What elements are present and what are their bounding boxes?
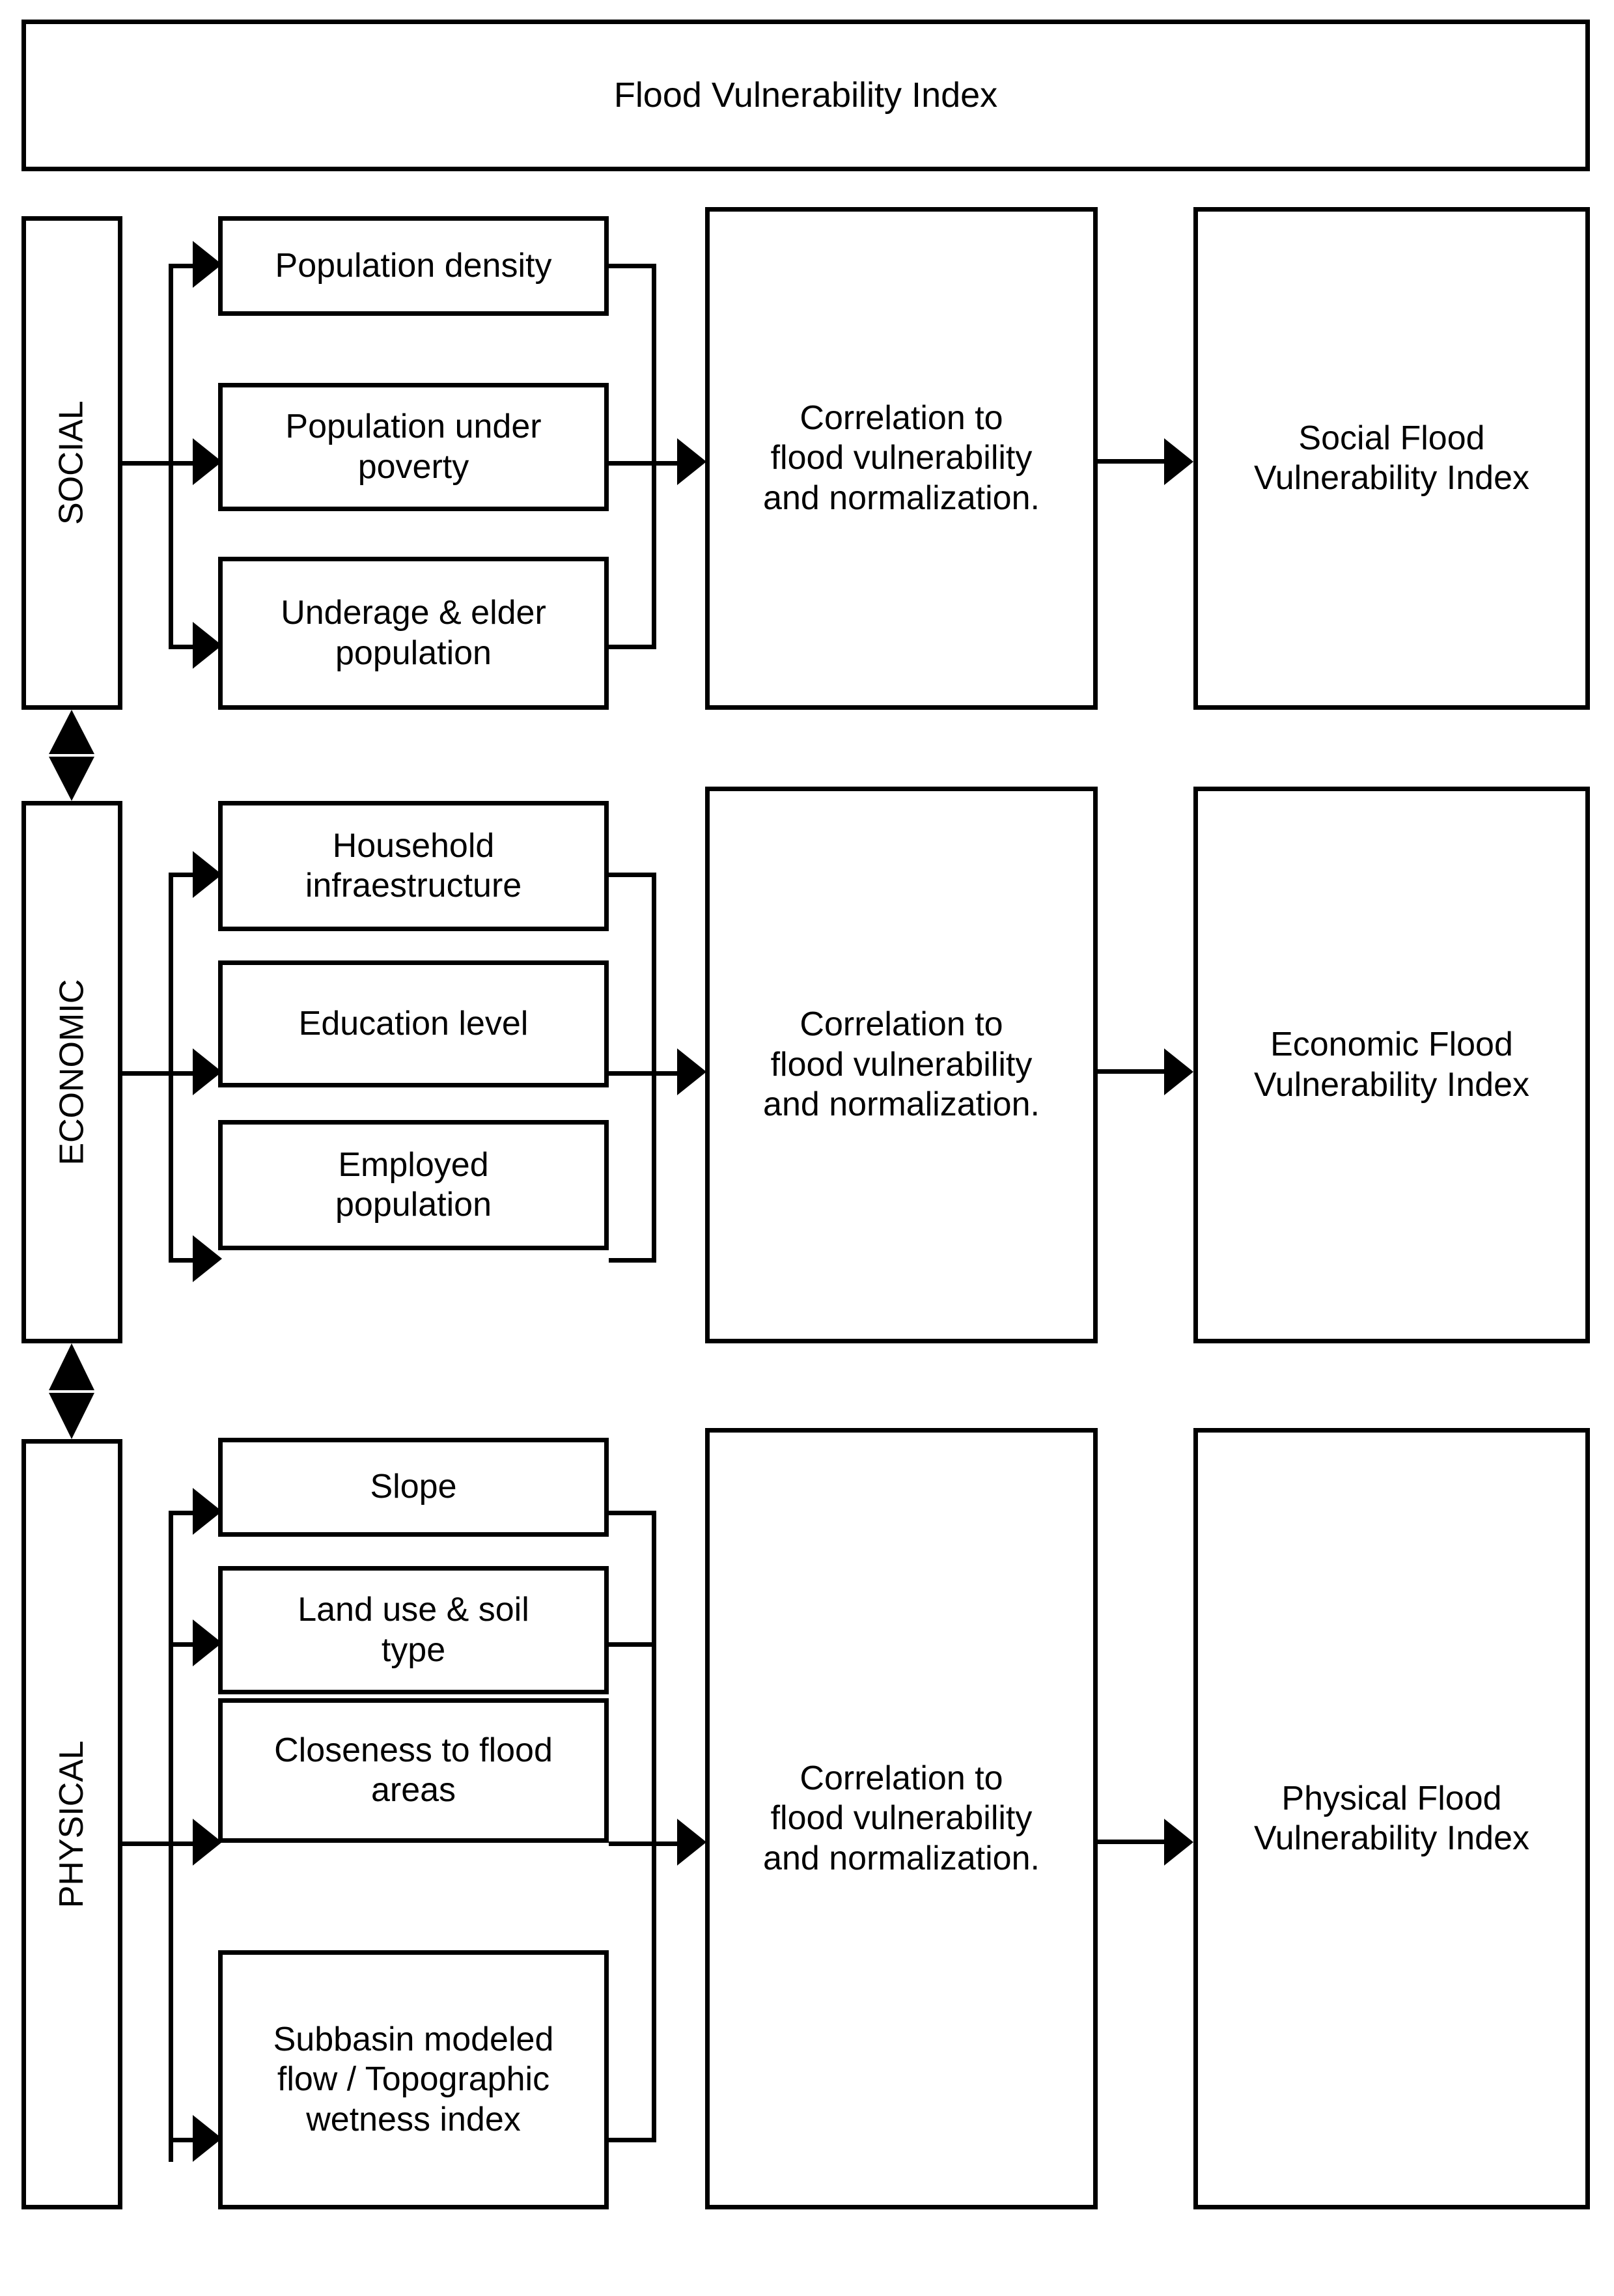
arrow-physical-to-indicator-2 [193, 1619, 222, 1666]
output-box-economic-index: Economic Flood Vulnerability Index [1193, 787, 1590, 1343]
arrow-social-to-indicator-1 [193, 241, 222, 288]
indicator-label: Closeness to flood areas [274, 1731, 553, 1809]
arrow-physical-to-indicator-4 [193, 2115, 222, 2162]
economic-branch-3 [169, 1258, 204, 1263]
process-box-economic-correlation: Correlation to flood vulnerability and n… [705, 787, 1098, 1343]
physical-merge-1 [609, 1511, 656, 1515]
indicator-box-underage-elder-population: Underage & elder population [218, 557, 609, 710]
process-label: Correlation to flood vulnerability and n… [763, 1759, 1040, 1877]
arrow-physical-to-indicator-3 [193, 1819, 222, 1866]
social-trunk-vertical [169, 266, 173, 647]
physical-merge-2 [609, 1642, 656, 1647]
physical-merge-4 [609, 2138, 656, 2142]
process-box-social-correlation: Correlation to flood vulnerability and n… [705, 207, 1098, 710]
diagram-title-box: Flood Vulnerability Index [21, 20, 1590, 171]
arrow-physical-merge-to-correlation [677, 1819, 706, 1866]
physical-merge-3 [609, 1841, 680, 1846]
economic-correlation-to-index-line [1098, 1069, 1166, 1074]
output-box-physical-index: Physical Flood Vulnerability Index [1193, 1428, 1590, 2209]
economic-branch-2 [169, 1071, 204, 1076]
bidirectional-arrow-social-economic [49, 710, 94, 801]
indicator-label: Education level [298, 1004, 529, 1043]
arrow-economic-to-indicator-3 [193, 1235, 222, 1282]
physical-correlation-to-index-line [1098, 1840, 1166, 1844]
physical-branch-4 [169, 2138, 204, 2142]
category-box-economic: ECONOMIC [21, 801, 122, 1343]
social-merge-1 [609, 264, 656, 268]
physical-branch-3 [169, 1841, 204, 1846]
arrow-economic-to-indicator-2 [193, 1048, 222, 1095]
process-box-physical-correlation: Correlation to flood vulnerability and n… [705, 1428, 1098, 2209]
economic-merge-2 [609, 1071, 680, 1076]
bidirectional-arrow-economic-physical [49, 1343, 94, 1439]
process-label: Correlation to flood vulnerability and n… [763, 399, 1040, 517]
arrow-social-to-indicator-3 [193, 622, 222, 669]
category-label-social: SOCIAL [52, 400, 90, 525]
economic-merge-vertical [652, 873, 656, 1262]
arrow-social-merge-to-correlation [677, 438, 706, 485]
indicator-box-slope: Slope [218, 1438, 609, 1537]
arrow-physical-to-indicator-1 [193, 1488, 222, 1535]
output-label: Physical Flood Vulnerability Index [1254, 1779, 1529, 1857]
physical-branch-2 [169, 1642, 204, 1647]
indicator-label: Land use & soil type [298, 1591, 529, 1669]
indicator-label: Subbasin modeled flow / Topographic wetn… [273, 2020, 554, 2138]
diagram-title: Flood Vulnerability Index [613, 75, 998, 115]
arrow-physical-correlation-to-index [1164, 1819, 1193, 1866]
indicator-label: Underage & elder population [281, 594, 546, 672]
economic-merge-3 [609, 1258, 656, 1263]
indicator-box-subbasin-flow-topographic-wetness: Subbasin modeled flow / Topographic wetn… [218, 1950, 609, 2209]
indicator-box-employed-population: Employed population [218, 1120, 609, 1250]
indicator-label: Population under poverty [285, 408, 542, 486]
indicator-label: Slope [370, 1468, 457, 1506]
indicator-label: Employed population [335, 1145, 492, 1224]
process-label: Correlation to flood vulnerability and n… [763, 1005, 1040, 1124]
category-label-economic: ECONOMIC [52, 979, 90, 1166]
category-box-social: SOCIAL [21, 216, 122, 710]
output-label: Economic Flood Vulnerability Index [1254, 1026, 1529, 1104]
arrow-economic-to-indicator-1 [193, 851, 222, 898]
economic-branch-1 [169, 873, 204, 877]
output-label: Social Flood Vulnerability Index [1254, 419, 1529, 497]
physical-trunk-stub [122, 1841, 173, 1846]
social-branch-3 [169, 645, 204, 649]
indicator-box-land-use-soil-type: Land use & soil type [218, 1566, 609, 1694]
arrow-social-to-indicator-2 [193, 438, 222, 485]
social-merge-vertical [652, 264, 656, 649]
social-merge-2 [609, 461, 680, 466]
economic-merge-1 [609, 873, 656, 877]
social-merge-3 [609, 645, 656, 649]
physical-merge-vertical [652, 1511, 656, 2142]
category-box-physical: PHYSICAL [21, 1439, 122, 2209]
physical-trunk-vertical [169, 1511, 173, 2162]
indicator-box-education-level: Education level [218, 960, 609, 1087]
indicator-box-closeness-to-flood-areas: Closeness to flood areas [218, 1698, 609, 1843]
social-trunk-stub [122, 461, 173, 466]
category-label-physical: PHYSICAL [52, 1740, 90, 1909]
arrow-economic-merge-to-correlation [677, 1048, 706, 1095]
social-correlation-to-index-line [1098, 459, 1166, 464]
output-box-social-index: Social Flood Vulnerability Index [1193, 207, 1590, 710]
economic-trunk-vertical [169, 873, 173, 1262]
indicator-label: Population density [275, 246, 552, 285]
social-branch-2 [169, 461, 204, 466]
social-branch-1 [169, 264, 204, 268]
physical-branch-1 [169, 1511, 204, 1515]
indicator-label: Household infraestructure [305, 826, 522, 904]
economic-trunk-stub [122, 1071, 173, 1076]
indicator-box-population-under-poverty: Population under poverty [218, 383, 609, 511]
arrow-social-correlation-to-index [1164, 438, 1193, 485]
indicator-box-population-density: Population density [218, 216, 609, 316]
arrow-economic-correlation-to-index [1164, 1048, 1193, 1095]
indicator-box-household-infraestructure: Household infraestructure [218, 801, 609, 931]
